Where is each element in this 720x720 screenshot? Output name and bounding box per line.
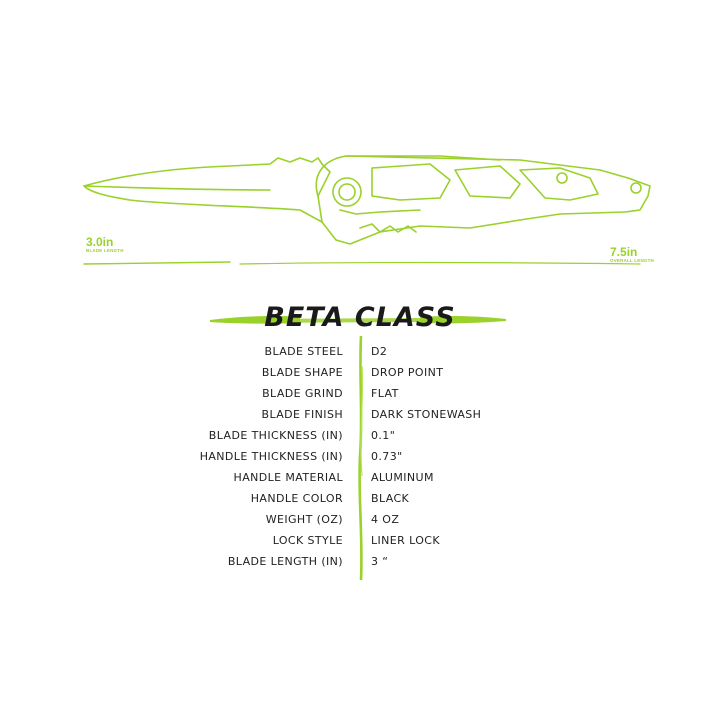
title-block: BETA CLASS bbox=[0, 298, 720, 342]
table-row: BLADE FINISH DARK STONEWASH bbox=[0, 405, 720, 426]
table-row: BLADE LENGTH (IN) 3 “ bbox=[0, 552, 720, 573]
spec-value: DARK STONEWASH bbox=[371, 408, 482, 421]
table-row: HANDLE MATERIAL ALUMINUM bbox=[0, 468, 720, 489]
spec-value: ALUMINUM bbox=[371, 471, 434, 484]
spec-divider bbox=[353, 335, 369, 581]
table-row: WEIGHT (OZ) 4 OZ bbox=[0, 510, 720, 531]
spec-label: BLADE THICKNESS (IN) bbox=[208, 429, 343, 442]
spec-label: BLADE GRIND bbox=[262, 387, 343, 400]
overall-length-value: 7.5in bbox=[610, 245, 638, 259]
table-row: HANDLE THICKNESS (IN) 0.73" bbox=[0, 447, 720, 468]
spec-value: 0.73" bbox=[371, 450, 403, 463]
brush-stroke-icon bbox=[210, 315, 506, 324]
blade-length-measure: 3.0in BLADE LENGTH bbox=[86, 236, 124, 254]
spec-value: FLAT bbox=[371, 387, 399, 400]
table-row: LOCK STYLE LINER LOCK bbox=[0, 531, 720, 552]
spec-label: WEIGHT (OZ) bbox=[265, 513, 343, 526]
table-row: BLADE STEEL D2 bbox=[0, 342, 720, 363]
table-row: BLADE SHAPE DROP POINT bbox=[0, 363, 720, 384]
spec-value: 4 OZ bbox=[371, 513, 400, 526]
page-title: BETA CLASS bbox=[264, 302, 456, 333]
spec-label: HANDLE MATERIAL bbox=[233, 471, 343, 484]
spec-label: BLADE FINISH bbox=[261, 408, 343, 421]
spec-value: BLACK bbox=[371, 492, 410, 505]
overall-length-caption: OVERALL LENGTH bbox=[610, 258, 654, 263]
knife-illustration bbox=[0, 140, 720, 280]
overall-length-measure: 7.5in OVERALL LENGTH bbox=[610, 246, 654, 264]
blade-length-value: 3.0in bbox=[86, 235, 114, 249]
table-row: BLADE THICKNESS (IN) 0.1" bbox=[0, 426, 720, 447]
spec-label: BLADE SHAPE bbox=[261, 366, 343, 379]
spec-label: HANDLE COLOR bbox=[250, 492, 343, 505]
spec-value: 3 “ bbox=[371, 555, 389, 568]
blade-length-caption: BLADE LENGTH bbox=[86, 248, 124, 253]
spec-value: LINER LOCK bbox=[371, 534, 440, 547]
table-row: BLADE GRIND FLAT bbox=[0, 384, 720, 405]
knife-outline-icon bbox=[83, 155, 651, 265]
spec-label: LOCK STYLE bbox=[272, 534, 343, 547]
table-row: HANDLE COLOR BLACK bbox=[0, 489, 720, 510]
spec-label: HANDLE THICKNESS (IN) bbox=[199, 450, 343, 463]
spec-value: D2 bbox=[371, 345, 388, 358]
spec-label: BLADE LENGTH (IN) bbox=[227, 555, 343, 568]
spec-value: 0.1" bbox=[371, 429, 396, 442]
spec-value: DROP POINT bbox=[371, 366, 444, 379]
spec-label: BLADE STEEL bbox=[264, 345, 343, 358]
